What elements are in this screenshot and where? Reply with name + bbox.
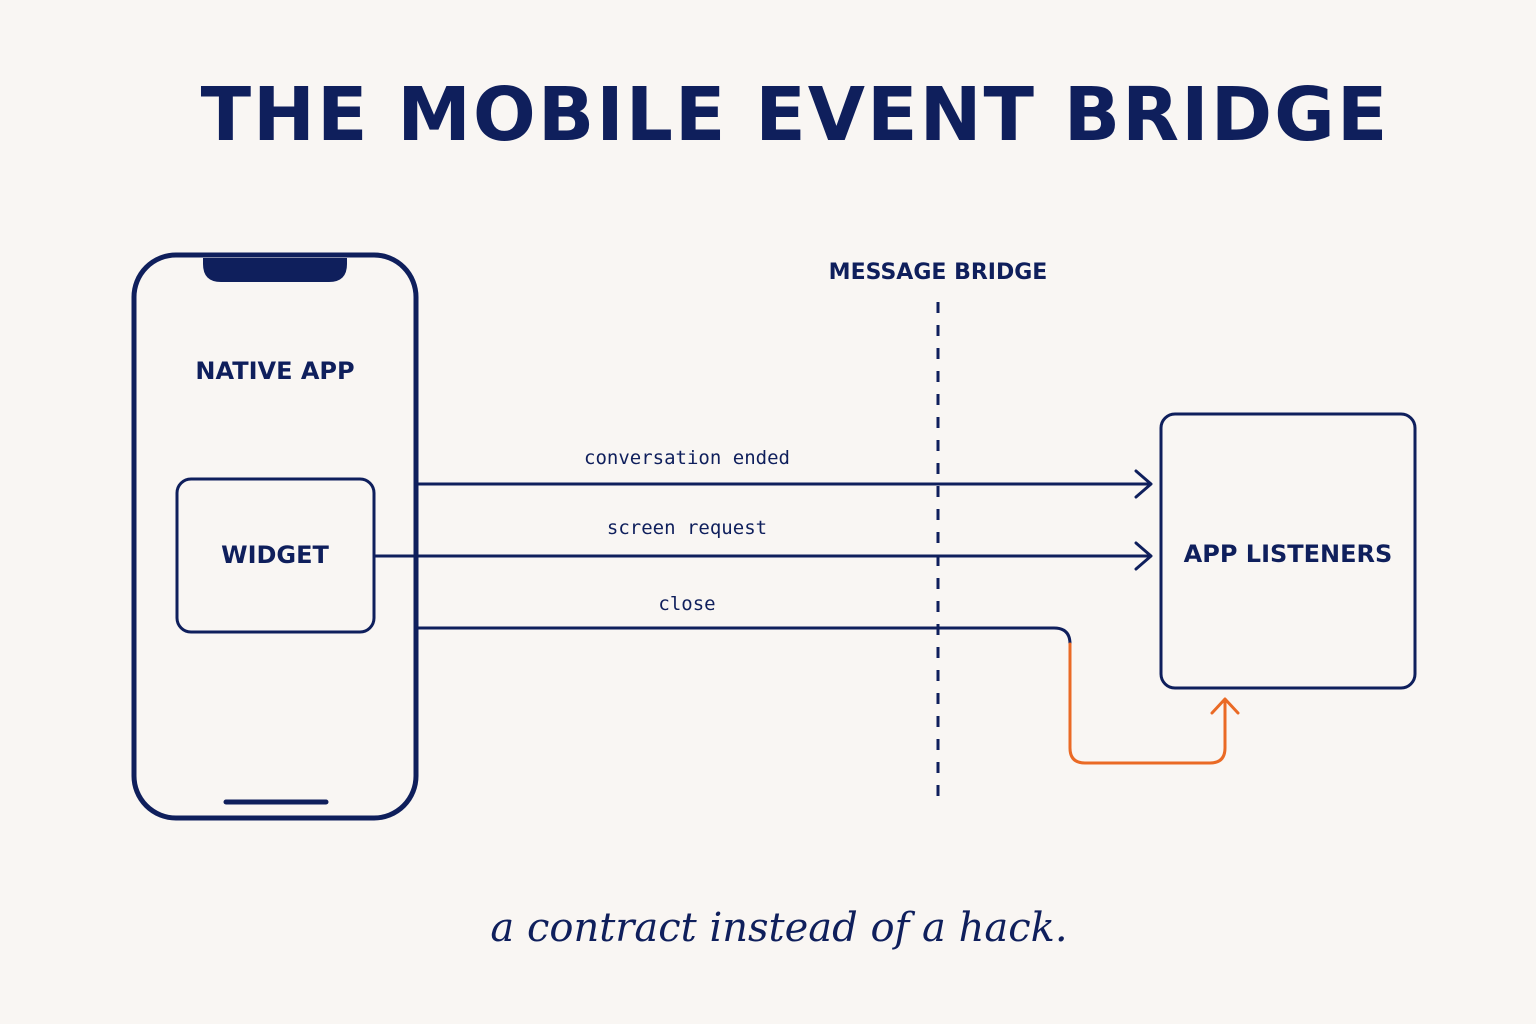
event-screen-request: screen request (374, 517, 1153, 571)
message-bridge-label: MESSAGE BRIDGE (829, 260, 1048, 285)
native-app-label: NATIVE APP (195, 357, 354, 385)
phone-body (131, 252, 419, 821)
arrow-up-icon (1210, 697, 1240, 715)
event-label: conversation ended (584, 447, 790, 469)
app-listeners-frame (1159, 412, 1417, 690)
arrow-head-icon (1134, 469, 1153, 499)
event-conversation-ended: conversation ended (418, 447, 1153, 499)
close-return-arrow-line (1068, 642, 1227, 765)
event-arrow-line (416, 626, 1072, 646)
native-app-phone: NATIVE APP (131, 252, 419, 821)
arrow-head-icon (1134, 541, 1153, 571)
app-listeners-box: APP LISTENERS (1159, 412, 1417, 690)
event-label: close (658, 593, 715, 615)
page-title: THE MOBILE EVENT BRIDGE (201, 72, 1390, 158)
event-close: close (416, 593, 1240, 765)
widget-box: WIDGET (175, 477, 376, 634)
widget-label: WIDGET (221, 541, 329, 569)
event-label: screen request (607, 517, 767, 539)
app-listeners-label: APP LISTENERS (1184, 540, 1393, 568)
caption: a contract instead of a hack. (490, 905, 1067, 951)
phone-notch-icon (203, 258, 347, 282)
message-bridge: MESSAGE BRIDGE (829, 260, 1048, 805)
